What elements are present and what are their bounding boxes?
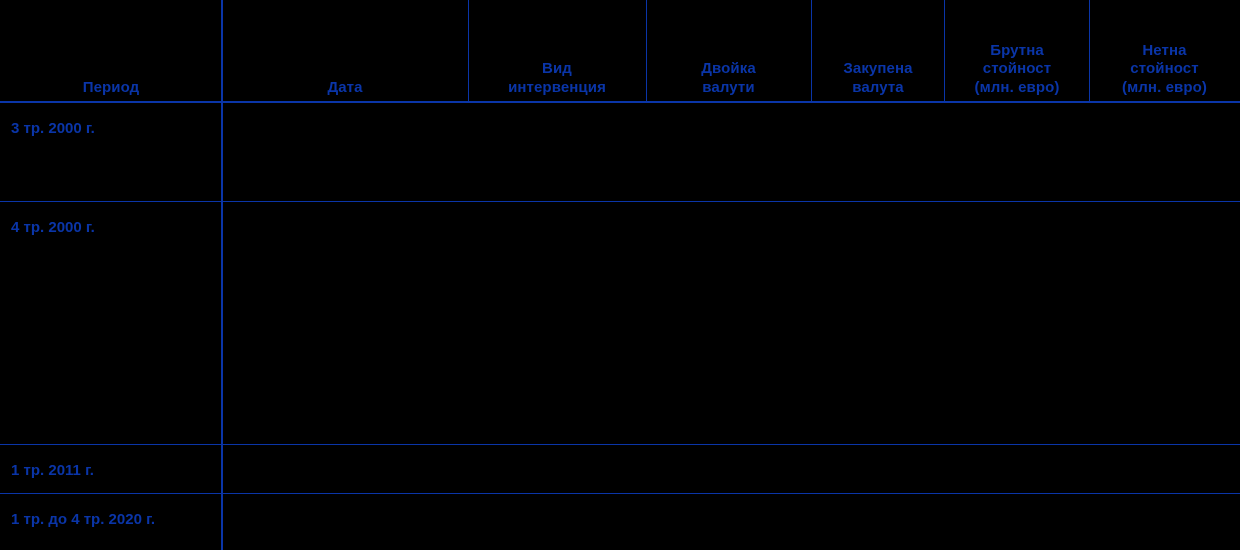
column-divider-2 (468, 0, 469, 101)
cell-currency-pair (646, 103, 811, 201)
cell-period: 3 тр. 2000 г. (11, 120, 95, 137)
column-header-intervention-type-label: Вид интервенция (508, 60, 606, 96)
cell-gross-value (945, 202, 1089, 444)
column-header-date-label: Дата (327, 78, 363, 96)
column-divider-3 (646, 0, 647, 101)
cell-currency-pair (646, 445, 811, 493)
body-column-divider-1 (221, 103, 223, 550)
cell-net-value (1089, 445, 1240, 493)
cell-bought-currency (811, 445, 945, 493)
column-header-intervention-type: Вид интервенция (468, 0, 646, 101)
cell-date (222, 445, 468, 493)
column-header-net-value: Нетна стойност (млн. евро) (1089, 0, 1240, 101)
column-header-currency-pair-label: Двойка валути (701, 60, 756, 96)
column-header-date: Дата (222, 0, 468, 101)
column-header-period-label: Период (82, 78, 140, 96)
cell-bought-currency (811, 202, 945, 444)
cell-period: 4 тр. 2000 г. (11, 219, 95, 236)
cell-gross-value (945, 103, 1089, 201)
column-divider-5 (944, 0, 945, 101)
table-row: 4 тр. 2000 г. (0, 202, 1240, 445)
cell-currency-pair (646, 202, 811, 444)
table-row: 1 тр. 2011 г. (0, 445, 1240, 494)
column-divider-4 (811, 0, 812, 101)
cell-net-value (1089, 202, 1240, 444)
cell-intervention-type (468, 494, 646, 550)
column-header-net-value-label: Нетна стойност (млн. евро) (1122, 42, 1207, 96)
cell-period: 1 тр. 2011 г. (11, 462, 94, 479)
column-header-gross-value: Брутна стойност (млн. евро) (945, 0, 1089, 101)
table-row: 3 тр. 2000 г. (0, 103, 1240, 202)
table-body: 3 тр. 2000 г. 4 тр. 2000 г. 1 тр. 2011 г… (0, 103, 1240, 550)
cell-date (222, 202, 468, 444)
cell-date (222, 103, 468, 201)
cell-net-value (1089, 103, 1240, 201)
cell-bought-currency (811, 494, 945, 550)
column-header-bought-currency-label: Закупена валута (843, 60, 913, 96)
column-divider-1 (221, 0, 223, 101)
column-header-period: Период (0, 0, 222, 101)
cell-period: 1 тр. до 4 тр. 2020 г. (11, 511, 156, 528)
column-header-gross-value-label: Брутна стойност (млн. евро) (974, 42, 1060, 96)
cell-net-value (1089, 494, 1240, 550)
cell-bought-currency (811, 103, 945, 201)
cell-gross-value (945, 494, 1089, 550)
cell-intervention-type (468, 103, 646, 201)
cell-date (222, 494, 468, 550)
column-divider-6 (1089, 0, 1090, 101)
cell-intervention-type (468, 445, 646, 493)
table-row: 1 тр. до 4 тр. 2020 г. (0, 494, 1240, 550)
cell-gross-value (945, 445, 1089, 493)
column-header-currency-pair: Двойка валути (646, 0, 811, 101)
cell-intervention-type (468, 202, 646, 444)
column-header-bought-currency: Закупена валута (811, 0, 945, 101)
cell-currency-pair (646, 494, 811, 550)
table-header-row: Период Дата Вид интервенция Двойка валут… (0, 0, 1240, 103)
